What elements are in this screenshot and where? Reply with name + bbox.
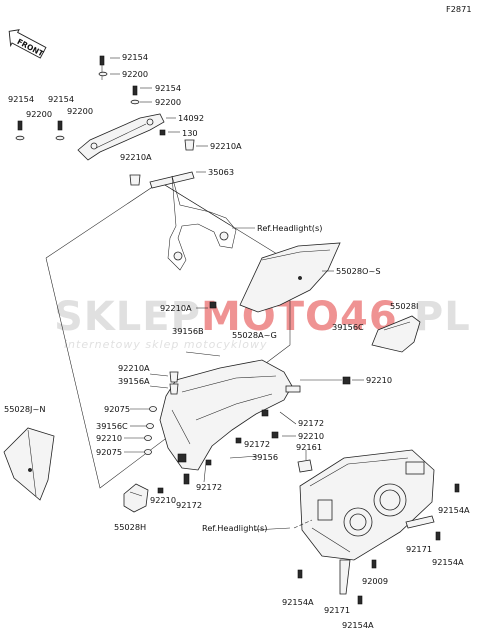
side-panel-55028i <box>371 315 421 353</box>
label-55028j-n: 55028J~N <box>4 404 45 414</box>
windshield-55028o-s <box>239 242 341 313</box>
label-92172-3: 92172 <box>196 482 222 492</box>
label-92200-left2: 92200 <box>67 106 93 116</box>
label-92200-top: 92200 <box>122 69 148 79</box>
label-92154-top: 92154 <box>122 52 148 62</box>
label-92210a-right: 92210A <box>210 141 242 151</box>
watermark-tagline: internetowy sklep motocyklowy <box>64 338 268 351</box>
top-screws <box>15 55 140 141</box>
nut-92210-right <box>342 376 351 385</box>
strip-39156 <box>229 455 259 459</box>
bracket-14092 <box>77 113 165 161</box>
label-92210a-left: 92210A <box>120 152 152 162</box>
label-92154a-4: 92154A <box>342 620 374 630</box>
grommet-92210a-left <box>129 174 141 186</box>
watermark-brand-a: SKLEP <box>54 294 201 340</box>
label-92200-left1: 92200 <box>26 109 52 119</box>
label-39156a: 39156A <box>118 376 150 386</box>
label-92210-left: 92210 <box>96 433 122 443</box>
label-92171-1: 92171 <box>406 544 432 554</box>
label-ref-headlight-1: Ref.Headlight(s) <box>257 223 322 233</box>
strip-39156b <box>185 351 221 357</box>
label-55028o-s: 55028O~S <box>336 266 381 276</box>
label-92210-right: 92210 <box>366 375 392 385</box>
label-92009: 92009 <box>362 576 388 586</box>
label-92154a-3: 92154A <box>282 597 314 607</box>
cowl-55028a-g <box>159 359 301 471</box>
headlight-assembly <box>299 449 435 561</box>
label-92172-2: 92172 <box>244 439 270 449</box>
pin-92171-right <box>405 515 435 529</box>
clip-130 <box>159 129 166 136</box>
label-92161: 92161 <box>296 442 322 452</box>
watermark: SKLEPMOTO46.PL internetowy sklep motocyk… <box>54 294 471 351</box>
label-55028i: 55028I <box>390 301 418 311</box>
label-92210a-center: 92210A <box>160 303 192 313</box>
label-39156-center: 39156 <box>252 452 278 462</box>
connector-92161 <box>297 459 313 473</box>
cover-55028h <box>123 483 149 513</box>
label-92171-2: 92171 <box>324 605 350 615</box>
label-92075-2: 92075 <box>96 447 122 457</box>
stay-35063 <box>149 171 237 271</box>
diagram-code: F2871 <box>446 4 472 14</box>
label-39156c-left: 39156C <box>96 421 128 431</box>
clip-92210a <box>209 301 217 309</box>
label-35063: 35063 <box>208 167 234 177</box>
bolts-92154a <box>297 483 460 605</box>
pin-92171-bottom <box>339 559 351 595</box>
label-92210-bottom: 92210 <box>150 495 176 505</box>
label-ref-headlight-2: Ref.Headlight(s) <box>202 523 267 533</box>
watermark-brand-b: MOTO46 <box>201 294 398 340</box>
assembly-outline <box>45 181 291 489</box>
svg-text:SKLEPMOTO46.PL: SKLEPMOTO46.PL <box>54 294 471 340</box>
label-92210-center: 92210 <box>298 431 324 441</box>
grommet-92210a <box>184 139 195 151</box>
cover-55028j-n <box>3 427 55 501</box>
label-39156b: 39156B <box>172 326 204 336</box>
label-92172-4: 92172 <box>176 500 202 510</box>
label-55028h: 55028H <box>114 522 146 532</box>
label-92154-mid: 92154 <box>155 83 181 93</box>
label-92154-left1: 92154 <box>8 94 34 104</box>
label-92210a-left2: 92210A <box>118 363 150 373</box>
label-55028a-g: 55028A~G <box>232 330 277 340</box>
front-arrow-icon: FRONT <box>8 29 47 59</box>
label-130: 130 <box>182 128 198 138</box>
label-92154-left2: 92154 <box>48 94 74 104</box>
left-fasteners <box>144 406 190 494</box>
label-92075-1: 92075 <box>104 404 130 414</box>
label-92200-mid: 92200 <box>155 97 181 107</box>
label-92154a-1: 92154A <box>438 505 470 515</box>
label-14092: 14092 <box>178 113 204 123</box>
label-92172-1: 92172 <box>298 418 324 428</box>
label-39156c-right: 39156C <box>332 322 364 332</box>
label-92154a-2: 92154A <box>432 557 464 567</box>
